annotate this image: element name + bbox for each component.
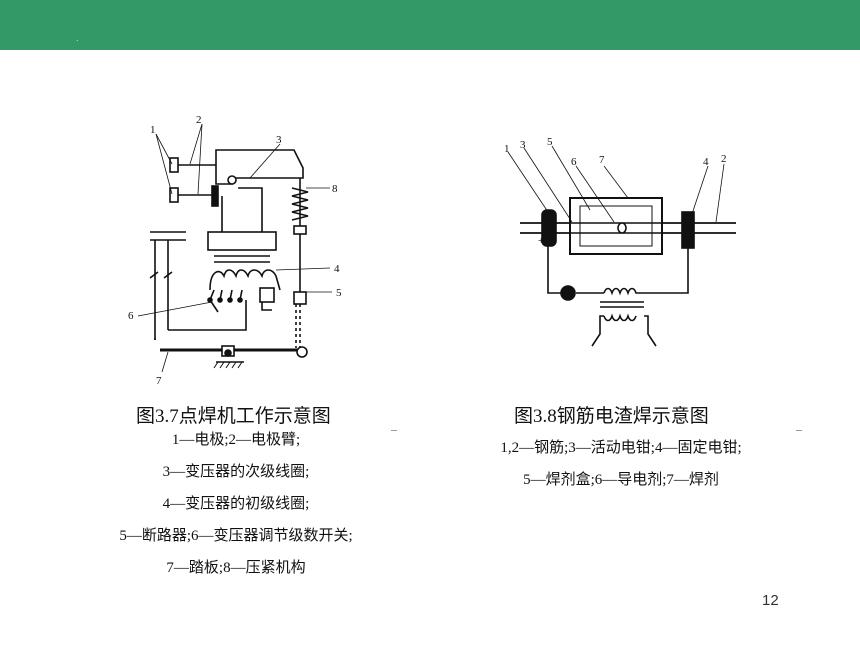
fig1-label-4: 4: [334, 263, 340, 275]
spot-welder-diagram: 1 2 3 8 4 5 6 7: [128, 114, 342, 387]
fig1-label-1: 1: [150, 124, 156, 136]
figure2-legend-line: 1,2—钢筋;3—活动电钳;4—固定电钳;: [500, 440, 742, 456]
figure1-caption: 图3.7点焊机工作示意图: [136, 406, 331, 427]
fig1-label-2: 2: [196, 114, 202, 126]
fig2-label-3: 3: [520, 139, 526, 151]
figure1-legend-line: 7—踏板;8—压紧机构: [166, 560, 306, 576]
figure1-legend-line: 1—电极;2—电极臂;: [171, 432, 301, 448]
fig1-label-8: 8: [332, 183, 338, 195]
header-mark: .: [76, 34, 79, 43]
fig2-plus-sign: +: [538, 235, 544, 247]
fig1-label-6: 6: [128, 310, 134, 322]
figure1-legend-line: 5—断路器;6—变压器调节级数开关;: [119, 528, 353, 544]
caption-tick-left: [391, 430, 397, 431]
page-number: 12: [762, 592, 779, 609]
figure1-legend: 1—电极;2—电极臂; 3—变压器的次级线圈; 4—变压器的初级线圈; 5—断路…: [70, 424, 402, 584]
fig2-label-4: 4: [703, 156, 709, 168]
figure1-legend-line: 3—变压器的次级线圈;: [162, 464, 310, 480]
figure2-legend-line: 5—焊剂盒;6—导电剂;7—焊剂: [523, 472, 719, 488]
header-bar: .: [0, 0, 860, 50]
fig2-label-2: 2: [721, 153, 727, 165]
figure2-legend: 1,2—钢筋;3—活动电钳;4—固定电钳; 5—焊剂盒;6—导电剂;7—焊剂: [448, 432, 794, 496]
fig2-label-7: 7: [599, 154, 605, 166]
fig1-label-5: 5: [336, 287, 342, 299]
caption-tick-right: [796, 430, 802, 431]
figure1-legend-line: 4—变压器的初级线圈;: [162, 496, 310, 512]
electroslag-welding-diagram: + 1 3 5 6 7 4 2: [504, 136, 736, 347]
fig1-label-7: 7: [156, 375, 162, 387]
fig1-label-3: 3: [276, 134, 282, 146]
figure2-caption: 图3.8钢筋电渣焊示意图: [514, 406, 709, 427]
fig2-label-6: 6: [571, 156, 577, 168]
fig2-label-1: 1: [504, 143, 510, 155]
fig2-label-5: 5: [547, 136, 553, 148]
